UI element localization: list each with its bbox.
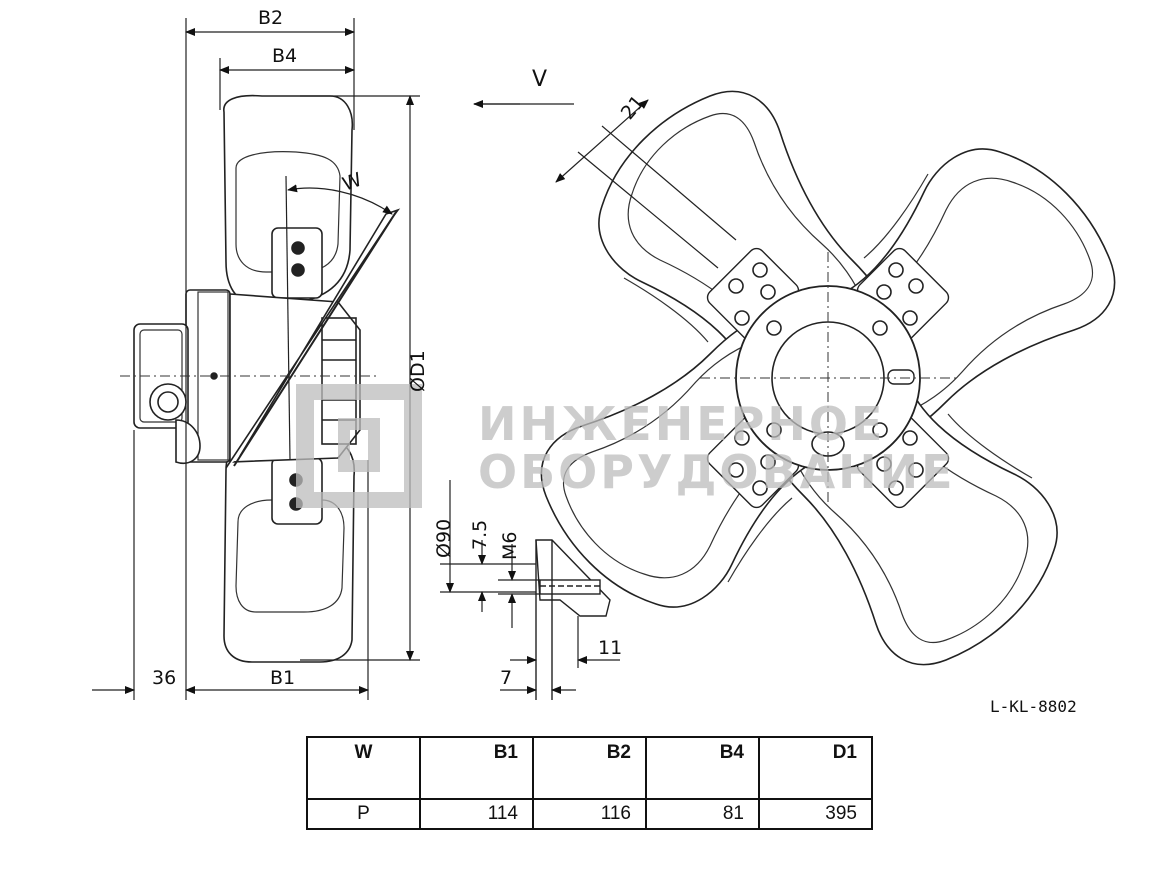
- detail-dimensions: [440, 480, 620, 694]
- label-7: 7: [500, 667, 512, 689]
- dimension-table: W B1 B2 B4 D1 P 114 116 81 395: [306, 736, 873, 830]
- label-21: 21: [617, 91, 649, 124]
- drawing-code: L-KL-8802: [990, 697, 1077, 716]
- table-header-row: W B1 B2 B4 D1: [306, 736, 873, 800]
- cell-b4: 81: [645, 798, 760, 830]
- blade-width-dimension: [555, 99, 737, 269]
- label-b4: B4: [272, 45, 297, 67]
- label-b1: B1: [270, 667, 295, 689]
- table-row: P 114 116 81 395: [306, 798, 873, 830]
- header-w: W: [306, 736, 421, 800]
- watermark-line-2: ОБОРУДОВАНИЕ: [478, 445, 956, 499]
- header-b2: B2: [532, 736, 647, 800]
- fixing-detail: [535, 539, 611, 700]
- fan-front-view: [540, 90, 1116, 666]
- cell-d1: 395: [758, 798, 873, 830]
- cell-w: P: [306, 798, 421, 830]
- watermark-line-1: ИНЖЕНЕРНОЕ: [478, 397, 885, 451]
- label-m6: M6: [499, 532, 521, 560]
- label-d1: ØD1: [407, 350, 429, 392]
- label-11: 11: [598, 637, 622, 659]
- dimension-labels: B2 B4 W ØD1 36 B1 V 21 Ø90 7.5 M6 11 7 L…: [152, 7, 1077, 716]
- header-b4: B4: [645, 736, 760, 800]
- header-d1: D1: [758, 736, 873, 800]
- label-dia-90: Ø90: [433, 519, 455, 558]
- label-view-v: V: [532, 67, 547, 92]
- label-36: 36: [152, 667, 176, 689]
- side-view-dimensions: [92, 18, 574, 700]
- label-b2: B2: [258, 7, 283, 29]
- fan-technical-drawing: ИНЖЕНЕРНОЕ ОБОРУДОВАНИЕ B2 B4 W ØD1 36 B…: [92, 7, 1116, 716]
- label-7-5: 7.5: [469, 520, 491, 550]
- cell-b2: 116: [532, 798, 647, 830]
- cell-b1: 114: [419, 798, 534, 830]
- header-b1: B1: [419, 736, 534, 800]
- watermark: ИНЖЕНЕРНОЕ ОБОРУДОВАНИЕ: [296, 384, 956, 508]
